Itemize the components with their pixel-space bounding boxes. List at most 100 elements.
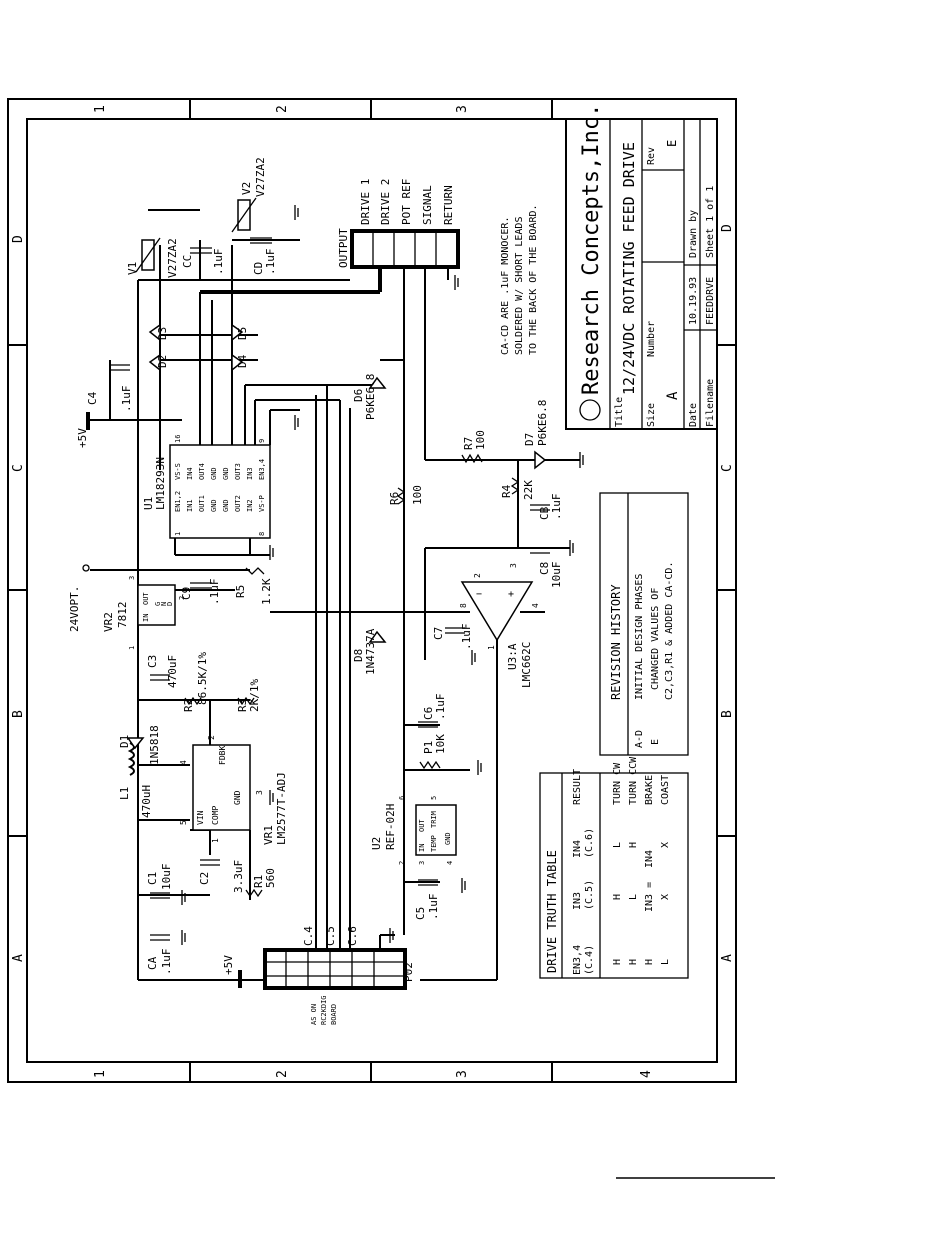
u2-num-4: 4 [446,861,454,865]
d3-label: D3 [156,327,169,340]
v2-value: V27ZA2 [254,157,267,197]
drawn-label: Drawn by [688,210,699,258]
vr2-num-2: 2 [178,596,186,600]
vr1-num-3: 3 [255,790,264,795]
zone-top-3: 3 [455,105,470,113]
ic-u3-lmc662c: − + U3:A LMC662C 2 3 1 8 4 [459,563,540,688]
u3-pin-3: 3 [509,563,518,568]
connector-p02: P02 C.4 C.5 C.6 AS ON RC2KDIG BOARD [263,926,415,1025]
p02-pin-c4: C.4 [302,926,315,946]
vr2-pin-d: D [166,602,174,606]
r3-symbol [237,696,255,706]
truth-r1-in3: H [612,894,623,900]
zone-bottom-2: 2 [275,1070,290,1078]
u2-num-6: 6 [398,796,406,800]
component-symbols [82,197,584,988]
u2-pin-temp: TEMP [430,835,438,852]
ground-symbols [181,205,584,945]
plus5v-top: +5V [76,428,89,448]
vr1-ref: VR1 [262,825,275,845]
diodes [126,323,547,750]
u3-minus-sign: − [476,589,482,600]
zone-bottom-4: 4 [639,1070,654,1078]
r5-value: 1.2K [260,578,273,605]
truth-r1-in4: L [612,842,623,848]
u1-pin-left-2: IN1 [186,499,194,512]
r1-symbol [245,888,263,898]
r4-value: 22K [522,480,535,500]
p02-pin-c6: C.6 [346,926,359,946]
note-line-3: TO THE BACK OF THE BOARD. [528,204,539,355]
zone-right-B: B [720,710,735,718]
vr1-num-1: 1 [211,838,220,843]
c2-ref: C2 [198,872,211,885]
zone-left-B: B [11,710,26,718]
c9-value: .1uF [208,579,221,606]
c5-value: .1uF [427,894,440,921]
u1-num-16: 16 [174,435,182,443]
frame-zone-labels: 1 2 3 1 2 3 4 D C B A D C B A [11,105,735,1078]
filename-value: FEEDDRVE [705,277,716,325]
u2-num-5: 5 [430,796,438,800]
r4-ref: R4 [500,484,513,498]
truth-r4-in4: X [660,842,671,848]
zone-top-1: 1 [93,105,108,113]
output-connector-label: OUTPUT [337,228,350,268]
truth-r4-result: COAST [660,775,671,805]
r7-value: 100 [474,430,487,450]
p1-ref: P1 [422,741,435,754]
u1-pin-right-13: GND [210,467,218,480]
schematic-wires [90,209,580,981]
u2-pin-in: IN [418,844,426,852]
truth-r2-in3: L [628,894,639,900]
r5-symbol [245,567,265,575]
r2-ref: R2 [182,699,195,712]
c4-ref: C4 [86,391,99,405]
u1-pin-right-9: EN3,4 [258,459,266,480]
zone-bottom-1: 1 [93,1070,108,1078]
u3-pin-4: 4 [531,603,540,608]
note-line-2: SOLDERED W/ SHORT LEADS [514,217,525,355]
zone-top-2: 2 [275,105,290,113]
revision-rev-1: A-D [634,730,645,748]
truth-r3-result: BRAKE [644,775,655,805]
c3-value: 470uF [166,655,179,688]
ic-vr1-lm2577: VR1 LM2577T-ADJ VIN COMP GND FDBK 5 1 3 … [179,735,288,845]
d8-value: 1N4737A [364,628,377,675]
note-line-1: CA-CD ARE .1uF MONOCER. [500,217,511,355]
size-label: Size [646,403,657,427]
c6-ref: C6 [422,707,435,720]
truth-header-in3-sub: (C.5) [584,880,595,910]
u3-ref: U3:A [506,643,519,670]
vr1-part: LM2577T-ADJ [275,772,288,845]
cb-value: .1uF [550,494,563,521]
truth-r3-en: H [644,959,655,965]
r1-value: 560 [264,868,277,888]
zone-right-C: C [720,464,735,472]
u2-ref: U2 [370,837,383,850]
c2-value: 3.3uF [232,860,245,893]
drive-truth-table: DRIVE TRUTH TABLE EN3,4 (C.4) IN3 (C.5) … [539,756,689,979]
company-logo [579,399,601,421]
l1-value: 470uH [140,785,153,818]
vr2-num-1: 1 [128,646,136,650]
c5-ref: C5 [414,907,427,920]
u1-pin-left-4: GND [210,499,218,512]
d4-label: D4 [236,354,249,368]
u2-pin-trim: TRIM [430,811,438,828]
vr2-ref: VR2 [102,612,115,632]
zone-right-A: A [720,954,735,962]
cc-value: .1uF [212,249,225,276]
ca-value: .1uF [160,949,173,976]
c7-value: .1uF [460,624,473,651]
revision-history-title: REVISION HISTORY [609,584,623,700]
vr2-pin-out: OUT [142,592,150,605]
truth-r4-in3: X [660,894,671,900]
c6-value: .1uF [434,694,447,721]
vr2-pin-n: N [160,602,168,606]
zone-right-D: D [720,224,735,232]
vr1-num-4: 4 [179,760,188,765]
r3-value: 2K/1% [248,679,261,712]
r2-symbol [184,696,202,706]
